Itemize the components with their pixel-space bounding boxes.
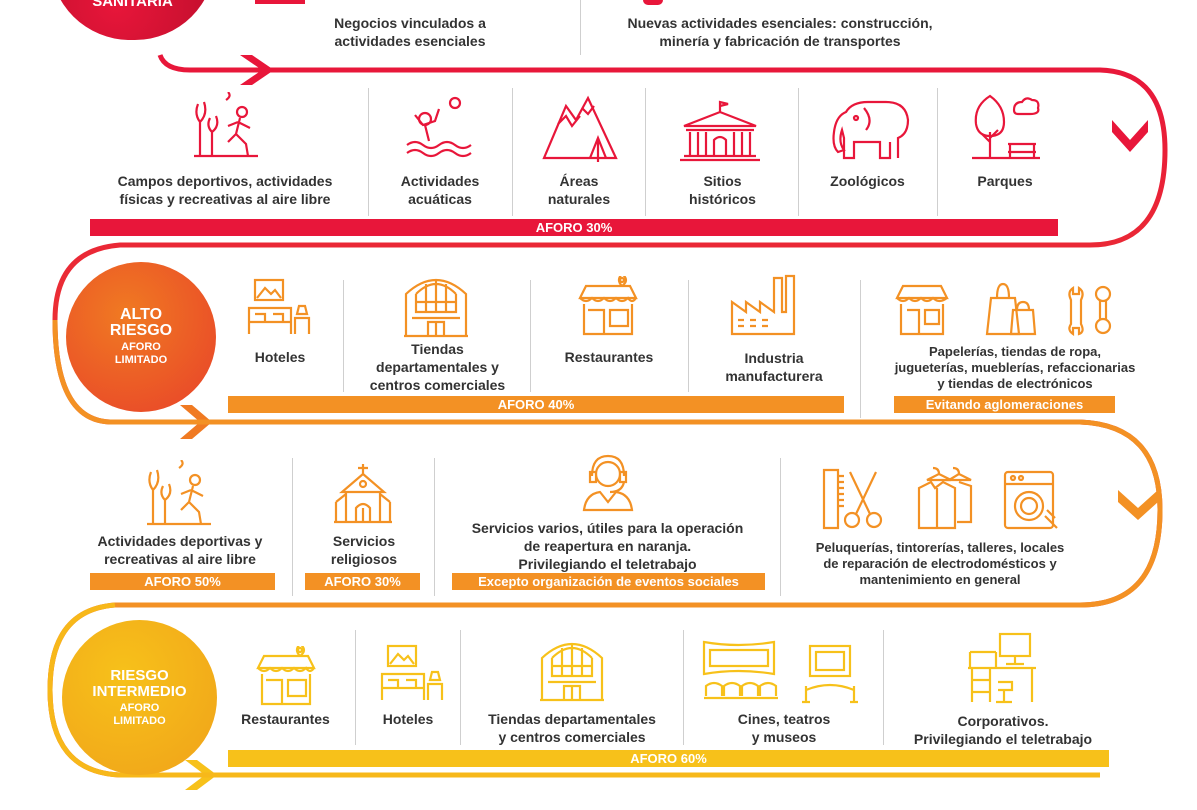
row1-item-label: Zoológicos [830,173,905,189]
divider [460,630,461,745]
divider [780,458,781,596]
risk-subtitle: AFORO LIMITADO [113,701,166,727]
wrench-tools-icon [1068,285,1112,336]
divider [798,88,799,216]
intermedio-item-label: Cines, teatros y museos [737,711,831,745]
aforo-bar: AFORO 30% [90,219,1058,236]
divider [355,630,356,745]
alto-item-label: Papelerías, tiendas de ropa, jugueterías… [894,344,1136,391]
intermedio-item-label: Corporativos. Privilegiando el teletraba… [913,713,1093,747]
mall-icon [404,279,468,338]
washing-machine-icon [1003,470,1058,530]
row3-item-label: Peluquerías, tintorerías, talleres, loca… [815,540,1065,587]
divider [434,458,435,596]
alto-item-label: Hoteles [254,349,306,365]
shopping-bags-icon [985,282,1037,336]
elephant-icon [832,100,910,160]
park-icon [972,94,1040,160]
headset-operator-icon [582,454,634,512]
aforo-bar: AFORO 50% [90,573,275,590]
row3-item-label: Servicios varios, útiles para la operaci… [471,520,744,572]
store-front-icon [895,284,949,336]
row1-item-label: Sitios históricos [689,173,756,207]
row1-item-label: Parques [977,173,1033,189]
divider [580,0,581,55]
divider [645,88,646,216]
intermedio-item-label: Tiendas departamentales y centros comerc… [488,711,656,745]
restaurant-icon [256,646,316,706]
factory-icon [730,274,796,336]
divider [683,630,684,745]
divider [860,280,861,418]
alto-item-label: Tiendas departamentales y centros comerc… [369,341,506,393]
divider [292,458,293,596]
sports-outdoor-icon [194,92,258,158]
aforo-bar: Evitando aglomeraciones [894,396,1115,413]
dry-cleaning-icon [917,466,973,530]
restaurant-icon [578,276,638,336]
scissors-comb-icon [822,468,883,530]
top-left-text: Negocios vinculados a actividades esenci… [334,15,486,49]
aforo-bar: AFORO 30% [305,573,420,590]
risk-circle-label: SANITARIA [92,0,173,10]
alto-item-label: Industria manufacturera [725,350,823,384]
historic-building-icon [680,100,760,162]
row1-item-label: Áreas naturales [547,173,611,207]
risk-title: RIESGO INTERMEDIO [92,666,187,700]
row3-item-label: Actividades deportivas y recreativas al … [97,533,263,567]
church-icon [334,464,392,524]
top-left-marker [255,0,305,4]
top-right-marker [643,0,663,5]
divider [343,280,344,392]
aforo-bar: AFORO 40% [228,396,844,413]
aforo-bar: Excepto organización de eventos sociales [452,573,765,590]
risk-subtitle: AFORO LIMITADO [114,341,168,366]
risk-title: ALTO RIESGO [109,306,173,339]
divider [368,88,369,216]
risk-circle-intermedio: RIESGO INTERMEDIO AFORO LIMITADO [62,620,217,775]
aforo-bar: AFORO 60% [228,750,1109,767]
intermedio-item-label: Hoteles [382,711,434,727]
row3-item-label: Servicios religiosos [330,533,398,567]
top-right-text: Nuevas actividades esenciales: construcc… [627,15,933,49]
row1-item-label: Campos deportivos, actividades físicas y… [117,173,333,207]
alto-item-label: Restaurantes [564,349,654,365]
divider [530,280,531,392]
divider [937,88,938,216]
office-desk-icon [968,632,1036,704]
mall-icon [540,643,604,702]
swimmer-icon [406,96,472,158]
mountains-icon [542,95,618,162]
risk-circle-alto: ALTO RIESGO AFORO LIMITADO [66,262,216,412]
divider [883,630,884,745]
divider [512,88,513,216]
intermedio-item-label: Restaurantes [241,711,330,727]
row1-item-label: Actividades acuáticas [400,173,480,207]
hotel-bed-icon [380,644,444,700]
divider [688,280,689,392]
sports-outdoor-icon [147,460,211,526]
hotel-bed-icon [247,278,311,334]
cinema-museum-icon [702,640,858,704]
